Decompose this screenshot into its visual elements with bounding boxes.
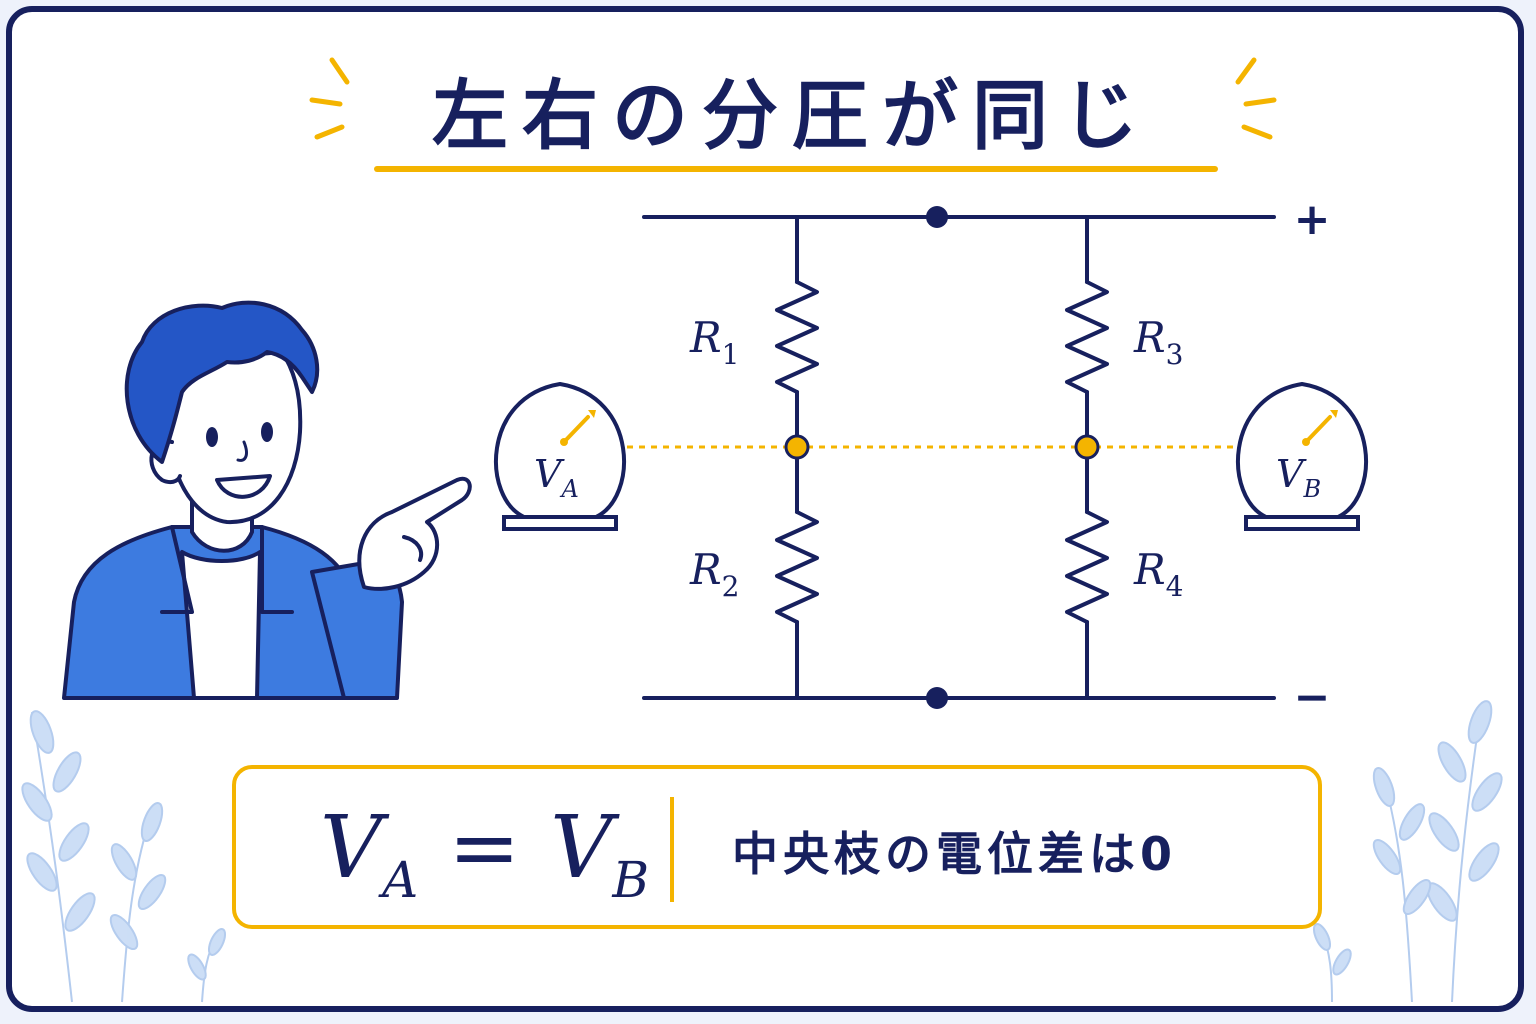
card-frame: 左右の分圧が同じ + − R1 R2 R3 R4 VA [6,6,1524,1012]
resistor-r3-symbol [1065,280,1109,394]
resistor-r2-symbol [775,510,819,624]
title-sparkles-right [1235,57,1277,140]
plus-terminal: + [1294,194,1331,245]
resistor-r4-symbol [1065,510,1109,624]
label-r1: R1 [689,313,739,371]
label-r3: R3 [1133,313,1183,371]
diagram-canvas: 左右の分圧が同じ + − R1 R2 R3 R4 VA [21,57,1503,1003]
title-underline [374,166,1218,172]
presenter-illustration [62,300,472,700]
node-a [784,434,810,460]
pointing-hand [357,476,472,591]
leaf-decoration-left [21,710,227,1003]
meter-needle-b [1304,415,1332,444]
equation: VA=VB [320,798,649,909]
leaf-decoration-right [1312,700,1503,1003]
node-b [1074,434,1100,460]
meter-needle-a [562,415,590,444]
hair [124,300,320,464]
label-r4: R4 [1133,545,1183,603]
top-node [926,206,948,228]
voltmeter-a: VA [494,381,626,531]
minus-terminal: − [1294,672,1331,723]
meter-label-b: VB [1276,452,1321,503]
label-r2: R2 [689,545,739,603]
circuit [642,215,1276,700]
resistor-r1-symbol [775,280,819,394]
shirt [180,550,262,700]
bottom-node [926,687,948,709]
equation-box [232,765,1322,929]
equation-note: 中央枝の電位差は0 [732,827,1177,881]
meter-label-a: VA [534,452,579,503]
page-title: 左右の分圧が同じ [432,71,1152,160]
voltmeter-b: VB [1236,381,1368,531]
title-sparkles-left [309,57,350,140]
